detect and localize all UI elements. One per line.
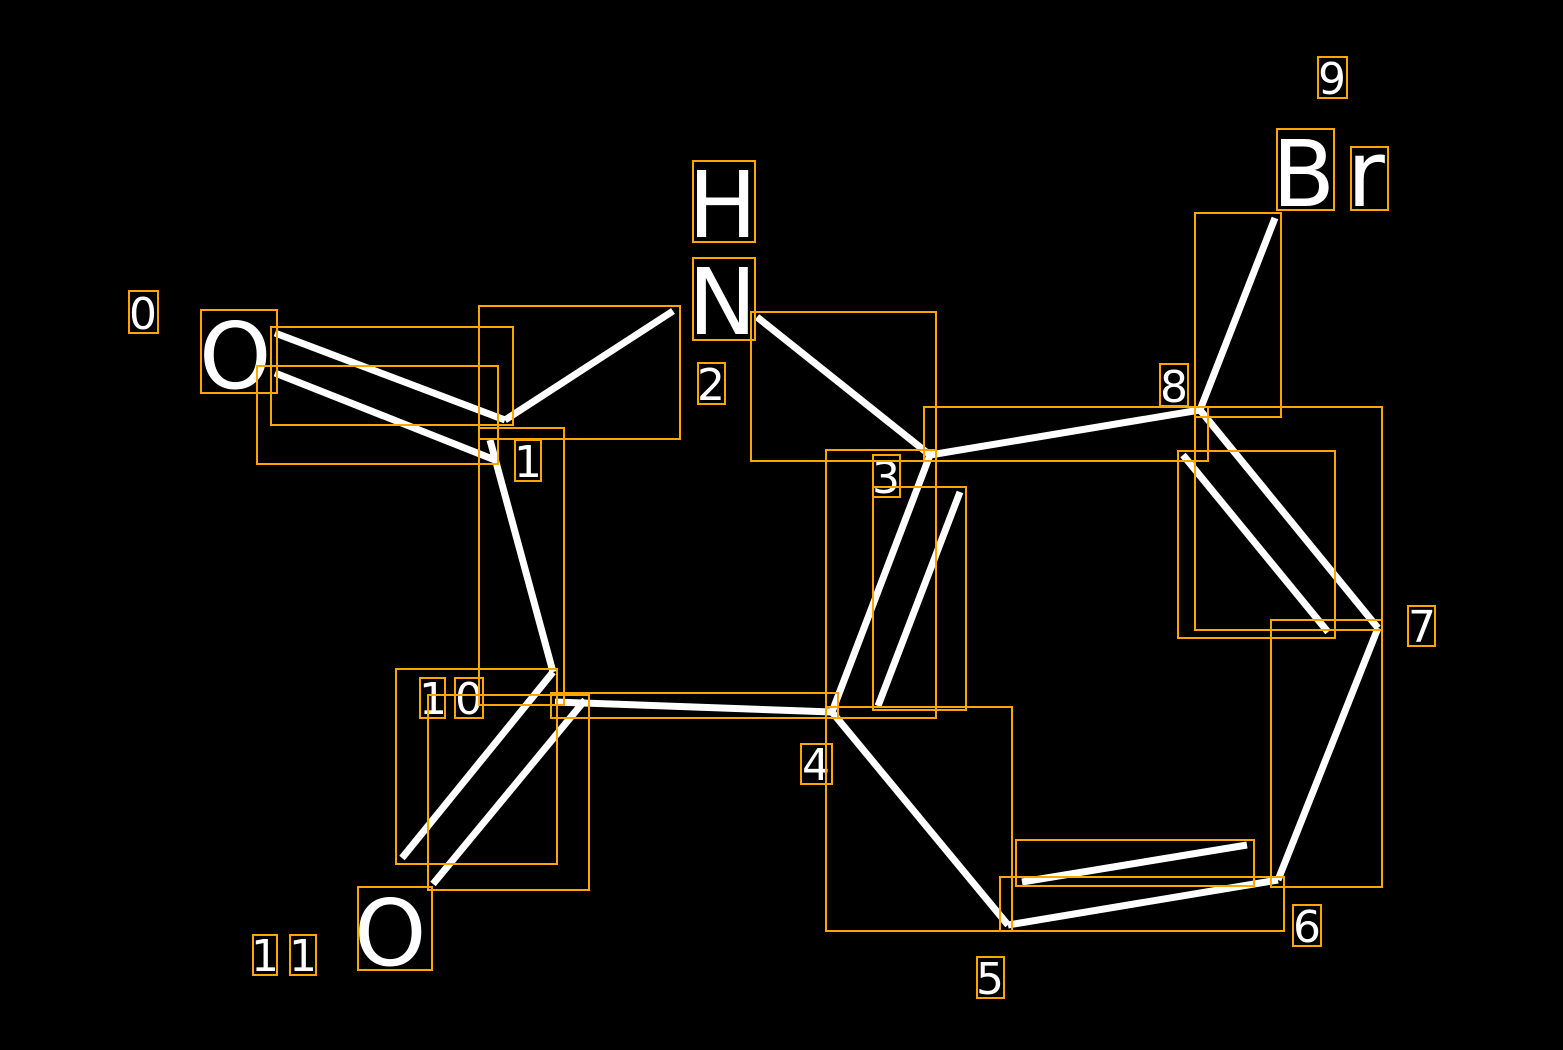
box-index-1: [514, 439, 542, 482]
bond-n2-c3: [754, 314, 933, 458]
box-bond-c3-c4-double: [872, 486, 967, 711]
bond-o0-c1-double: [273, 369, 497, 464]
box-atom-o-bottom: [357, 886, 433, 971]
atom-br-r: r: [1347, 121, 1385, 228]
index-7: 7: [1408, 602, 1436, 653]
index-5: 5: [976, 954, 1004, 1005]
index-1: 1: [514, 437, 542, 488]
index-0: 0: [129, 289, 157, 340]
index-6: 6: [1293, 902, 1321, 953]
bond-c8-c7: [1197, 407, 1381, 631]
index-11-digit-1b: 1: [289, 931, 317, 982]
index-10-digit-1: 1: [419, 674, 447, 725]
box-index-11-digit-1a: [252, 934, 278, 976]
box-bond-c6-c5: [999, 876, 1285, 932]
box-bond-n2-c3: [750, 311, 937, 462]
box-atom-br-r: [1350, 146, 1389, 211]
bond-c3-c4: [828, 453, 934, 714]
box-index-10-digit-0: [454, 677, 484, 719]
box-bond-c3-c8: [923, 406, 1209, 462]
box-index-8: [1159, 363, 1189, 407]
bond-o0-c1: [273, 329, 507, 424]
box-bond-o0-c1-double: [256, 365, 499, 465]
box-bond-c8-br9: [1194, 212, 1282, 418]
bonds: [273, 216, 1382, 929]
bond-c1-c10: [486, 439, 557, 673]
bond-c1-n2: [503, 308, 675, 423]
box-bond-o0-c1: [270, 326, 514, 426]
bond-c3-c4-double: [874, 490, 964, 708]
box-index-11-digit-1b: [289, 934, 317, 976]
box-bond-c8-c7-double: [1177, 450, 1336, 639]
index-11-digit-1a: 1: [251, 931, 279, 982]
box-atom-br-b: [1276, 128, 1335, 211]
box-bond-c6-c5-double: [1015, 839, 1255, 887]
box-index-9: [1317, 56, 1348, 99]
box-bond-c8-c7: [1194, 406, 1383, 631]
bond-c8-br9: [1196, 216, 1279, 412]
box-atom-o-top: [200, 309, 278, 394]
box-index-2: [697, 362, 726, 405]
box-index-4: [800, 743, 833, 785]
atom-n: N: [688, 249, 757, 356]
atom-br-b: B: [1272, 121, 1335, 228]
bond-c6-c5-double: [1021, 841, 1248, 886]
box-bond-c3-c4: [825, 449, 937, 719]
box-bond-c1-n2: [478, 305, 681, 440]
box-bond-c1-c10: [478, 427, 565, 706]
bond-c10-o11-double: [430, 697, 588, 887]
atom-labels: O H N B r O: [199, 121, 1385, 987]
bond-c3-c8: [929, 406, 1201, 459]
box-bond-c10-o11-double: [427, 694, 590, 891]
detection-boxes: [128, 56, 1436, 999]
box-index-10-digit-1: [419, 677, 446, 719]
box-bond-c4-c5: [825, 706, 1013, 932]
box-index-0: [128, 290, 159, 334]
box-index-5: [976, 956, 1005, 999]
box-bond-c10-o11: [395, 668, 558, 865]
bond-c7-c6: [1274, 626, 1382, 882]
bond-c4-c5: [829, 709, 1011, 928]
box-index-3: [872, 454, 901, 498]
box-index-7: [1407, 605, 1436, 647]
bond-c10-c4: [554, 698, 833, 716]
box-bond-c10-c4: [550, 692, 839, 719]
index-2: 2: [697, 360, 725, 411]
index-9: 9: [1318, 54, 1346, 105]
box-atom-h: [692, 160, 756, 243]
bond-c8-c7-double: [1180, 452, 1331, 635]
index-8: 8: [1160, 362, 1188, 413]
bond-c6-c5: [1007, 876, 1279, 929]
box-atom-n: [692, 257, 756, 341]
box-index-6: [1292, 904, 1322, 947]
box-bond-c7-c6: [1270, 619, 1383, 888]
